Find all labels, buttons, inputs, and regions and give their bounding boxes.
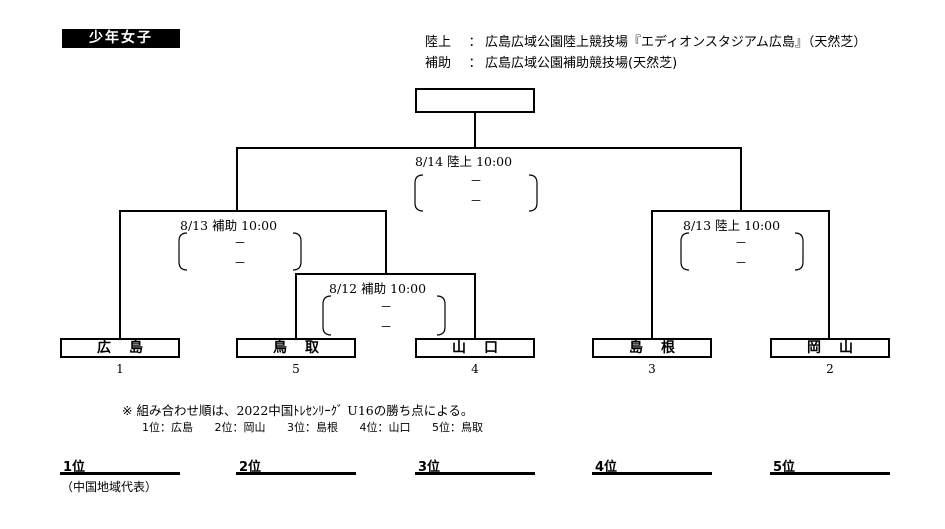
ranking-1: 1位：広島 — [142, 421, 193, 434]
first-round-date: 8/12 — [329, 281, 358, 296]
note-text-c: の勝ち点による。 — [373, 403, 474, 418]
note-mark: ※ — [122, 403, 133, 418]
semi-right-date: 8/13 — [683, 218, 712, 233]
final-match-label: 8/14 陸上 10:00 — [415, 151, 512, 170]
note-text-b: 中国ﾄﾚｾﾝﾘｰｸﾞ — [268, 403, 344, 418]
first-round-score-bracket-right — [436, 295, 446, 336]
semi-left-match-label: 8/13 補助 10:00 — [180, 215, 277, 234]
final-score-bracket-left — [414, 174, 424, 212]
final-venue: 陸上 — [447, 154, 473, 169]
note-text-a: 組み合わせ順は、 — [136, 403, 237, 418]
semi-left-bracket-line — [119, 210, 387, 338]
venue-main: 陸上 ：広島広域公園陸上競技場『エディオンスタジアム広島』（天然芝） — [425, 31, 866, 50]
place-4-label: 4位 — [595, 460, 618, 475]
team-okayama: 岡山 — [770, 338, 890, 358]
final-score-a: － — [469, 174, 482, 188]
semi-left-venue: 補助 — [212, 218, 238, 233]
venue-main-name: 広島広域公園陸上競技場『エディオンスタジアム広島』（天然芝） — [485, 35, 867, 50]
semi-right-score-b: － — [734, 256, 747, 270]
final-bracket-line — [236, 147, 742, 211]
semi-left-score-bracket-right — [292, 232, 302, 271]
semi-left-score-bracket-left — [178, 232, 188, 271]
place-2-label: 2位 — [239, 460, 262, 475]
first-round-score-bracket-left — [322, 295, 332, 336]
team-tottori: 鳥取 — [236, 338, 356, 358]
place-3-label: 3位 — [418, 460, 441, 475]
team-hiroshima: 広島 — [60, 338, 180, 358]
semi-right-venue: 陸上 — [715, 218, 741, 233]
final-date: 8/14 — [415, 154, 444, 169]
final-score-b: － — [469, 194, 482, 208]
ranking-2: 2位：岡山 — [214, 421, 266, 434]
ranking-3: 3位：島根 — [287, 421, 338, 434]
venue-sub-label: 補助 — [425, 56, 452, 71]
first-round-bracket-line — [295, 273, 476, 338]
team-shimane: 島根 — [592, 338, 712, 358]
seed-shimane: 3 — [648, 362, 656, 376]
semi-left-time: 10:00 — [241, 218, 278, 233]
semi-left-date: 8/13 — [180, 218, 209, 233]
venue-sub-sep: ： — [468, 56, 482, 71]
seed-yamaguchi: 4 — [471, 362, 479, 376]
place-1-label: 1位 — [63, 460, 86, 475]
semi-left-score-b: － — [233, 256, 246, 270]
final-time: 10:00 — [476, 154, 513, 169]
category-badge: 少年女子 — [62, 29, 180, 48]
seed-okayama: 2 — [826, 362, 834, 376]
representative-note: （中国地域代表） — [61, 480, 158, 494]
note-year: 2022 — [236, 403, 269, 418]
seeding-ranking: 1位：広島 2位：岡山 3位：島根 4位：山口 5位：鳥取 — [142, 419, 501, 435]
semi-right-score-bracket-right — [794, 232, 804, 271]
place-4-line — [592, 472, 712, 475]
final-score-bracket-right — [528, 174, 538, 212]
seed-tottori: 5 — [292, 362, 300, 376]
semi-right-score-bracket-left — [680, 232, 690, 271]
seed-hiroshima: 1 — [116, 362, 124, 376]
note-u16: U16 — [347, 403, 374, 418]
first-round-time: 10:00 — [390, 281, 427, 296]
first-round-match-label: 8/12 補助 10:00 — [329, 278, 426, 297]
place-1-line — [60, 472, 180, 475]
semi-right-time: 10:00 — [744, 218, 781, 233]
semi-left-score-a: － — [233, 236, 246, 250]
place-5-line — [770, 472, 890, 475]
place-5-label: 5位 — [773, 460, 796, 475]
first-round-venue: 補助 — [361, 281, 387, 296]
team-yamaguchi: 山口 — [415, 338, 535, 358]
seeding-note: ※ 組み合わせ順は、2022中国ﾄﾚｾﾝﾘｰｸﾞ U16の勝ち点による。 — [122, 400, 473, 419]
venue-sub-name: 広島広域公園補助競技場(天然芝) — [485, 56, 678, 71]
semi-right-match-label: 8/13 陸上 10:00 — [683, 215, 780, 234]
place-3-line — [415, 472, 535, 475]
venue-main-label: 陸上 — [425, 35, 452, 50]
semi-right-bracket-line — [651, 210, 830, 338]
place-2-line — [236, 472, 356, 475]
venue-sub: 補助 ：広島広域公園補助競技場(天然芝) — [425, 52, 677, 71]
ranking-4: 4位：山口 — [359, 421, 411, 434]
champion-box — [415, 88, 535, 113]
first-round-score-a: － — [379, 300, 392, 314]
semi-right-score-a: － — [734, 236, 747, 250]
first-round-score-b: － — [379, 320, 392, 334]
venue-main-sep: ： — [468, 35, 482, 50]
ranking-5: 5位：鳥取 — [432, 421, 483, 434]
